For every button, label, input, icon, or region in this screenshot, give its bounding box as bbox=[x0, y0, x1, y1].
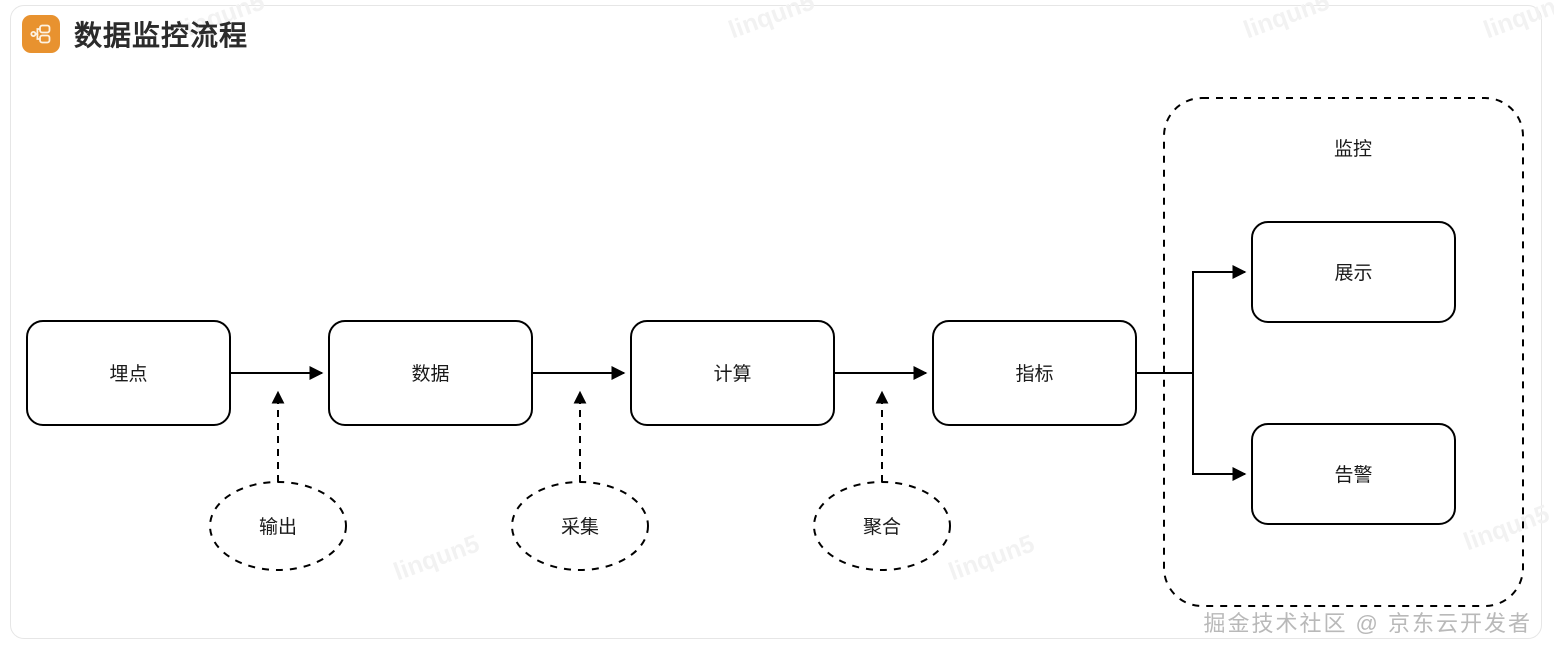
node-data[interactable]: 数据 bbox=[328, 320, 533, 426]
node-output-label: 输出 bbox=[259, 516, 297, 538]
node-collect[interactable]: 采集 bbox=[511, 481, 649, 571]
node-metric-label: 指标 bbox=[1015, 363, 1053, 385]
node-collect-label: 采集 bbox=[561, 516, 599, 538]
edge-metric-to-alert bbox=[1192, 373, 1247, 481]
node-aggregate[interactable]: 聚合 bbox=[813, 481, 951, 571]
node-display[interactable]: 展示 bbox=[1251, 221, 1456, 323]
node-burial[interactable]: 埋点 bbox=[26, 320, 231, 426]
node-alert-box[interactable] bbox=[1251, 423, 1456, 525]
node-display-label: 展示 bbox=[1334, 263, 1372, 284]
node-alert-label: 告警 bbox=[1334, 464, 1372, 486]
page-header: 数据监控流程 bbox=[22, 14, 248, 54]
node-output[interactable]: 输出 bbox=[209, 481, 347, 571]
hierarchy-icon bbox=[22, 15, 60, 53]
page-title: 数据监控流程 bbox=[74, 20, 249, 51]
node-metric[interactable]: 指标 bbox=[932, 320, 1137, 426]
node-burial-label: 埋点 bbox=[109, 363, 147, 385]
node-display-box[interactable] bbox=[1251, 221, 1456, 323]
node-data-label: 数据 bbox=[411, 363, 449, 385]
group-monitor-border bbox=[1163, 97, 1524, 607]
group-monitor-label: 监控 bbox=[1334, 138, 1372, 160]
group-monitor: 监控 bbox=[1163, 97, 1524, 607]
edge-metric-to-display bbox=[1192, 265, 1247, 373]
node-alert[interactable]: 告警 bbox=[1251, 423, 1456, 525]
node-aggregate-label: 聚合 bbox=[863, 516, 901, 538]
node-compute-label: 计算 bbox=[713, 363, 751, 385]
node-compute[interactable]: 计算 bbox=[630, 320, 835, 426]
